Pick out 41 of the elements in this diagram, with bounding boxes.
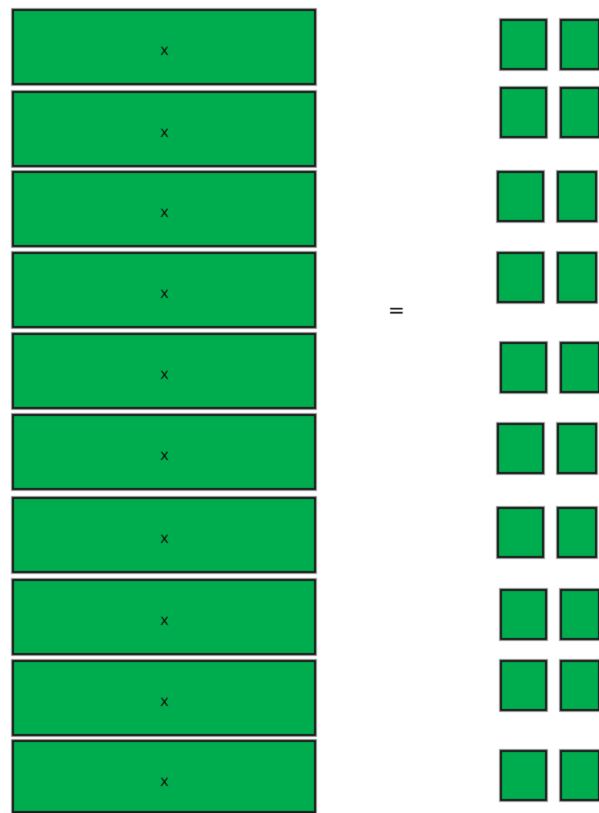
variable-label: x (160, 774, 169, 789)
unit-tile (500, 19, 547, 70)
variable-label: x (160, 286, 169, 301)
variable-label: x (160, 125, 169, 140)
variable-label: x (160, 694, 169, 709)
unit-tile (500, 87, 547, 138)
unit-tile (497, 252, 544, 303)
unit-tile (560, 19, 599, 70)
equals-sign: = (388, 298, 405, 322)
unit-tile (560, 589, 599, 640)
x-tile (12, 740, 316, 813)
unit-tile (557, 171, 597, 222)
x-tile (12, 497, 316, 573)
unit-tile (497, 507, 544, 558)
x-tile (12, 579, 316, 655)
unit-tile (497, 171, 544, 222)
variable-label: x (160, 43, 169, 58)
x-tile (12, 9, 316, 85)
x-tile (12, 333, 316, 409)
variable-label: x (160, 205, 169, 220)
unit-tile (560, 342, 599, 393)
x-tile (12, 414, 316, 490)
x-tile (12, 91, 316, 167)
x-tile (12, 660, 316, 736)
x-tile (12, 252, 316, 328)
unit-tile (560, 87, 599, 138)
variable-label: x (160, 531, 169, 546)
unit-tile (557, 507, 597, 558)
unit-tile (500, 589, 547, 640)
unit-tile (497, 423, 544, 474)
unit-tile (500, 660, 547, 711)
unit-tile (500, 750, 547, 801)
variable-label: x (160, 367, 169, 382)
unit-tile (557, 252, 597, 303)
variable-label: x (160, 448, 169, 463)
unit-tile (560, 660, 599, 711)
variable-label: x (160, 613, 169, 628)
unit-tile (500, 342, 547, 393)
unit-tile (557, 423, 597, 474)
x-tile (12, 171, 316, 247)
unit-tile (560, 750, 599, 801)
